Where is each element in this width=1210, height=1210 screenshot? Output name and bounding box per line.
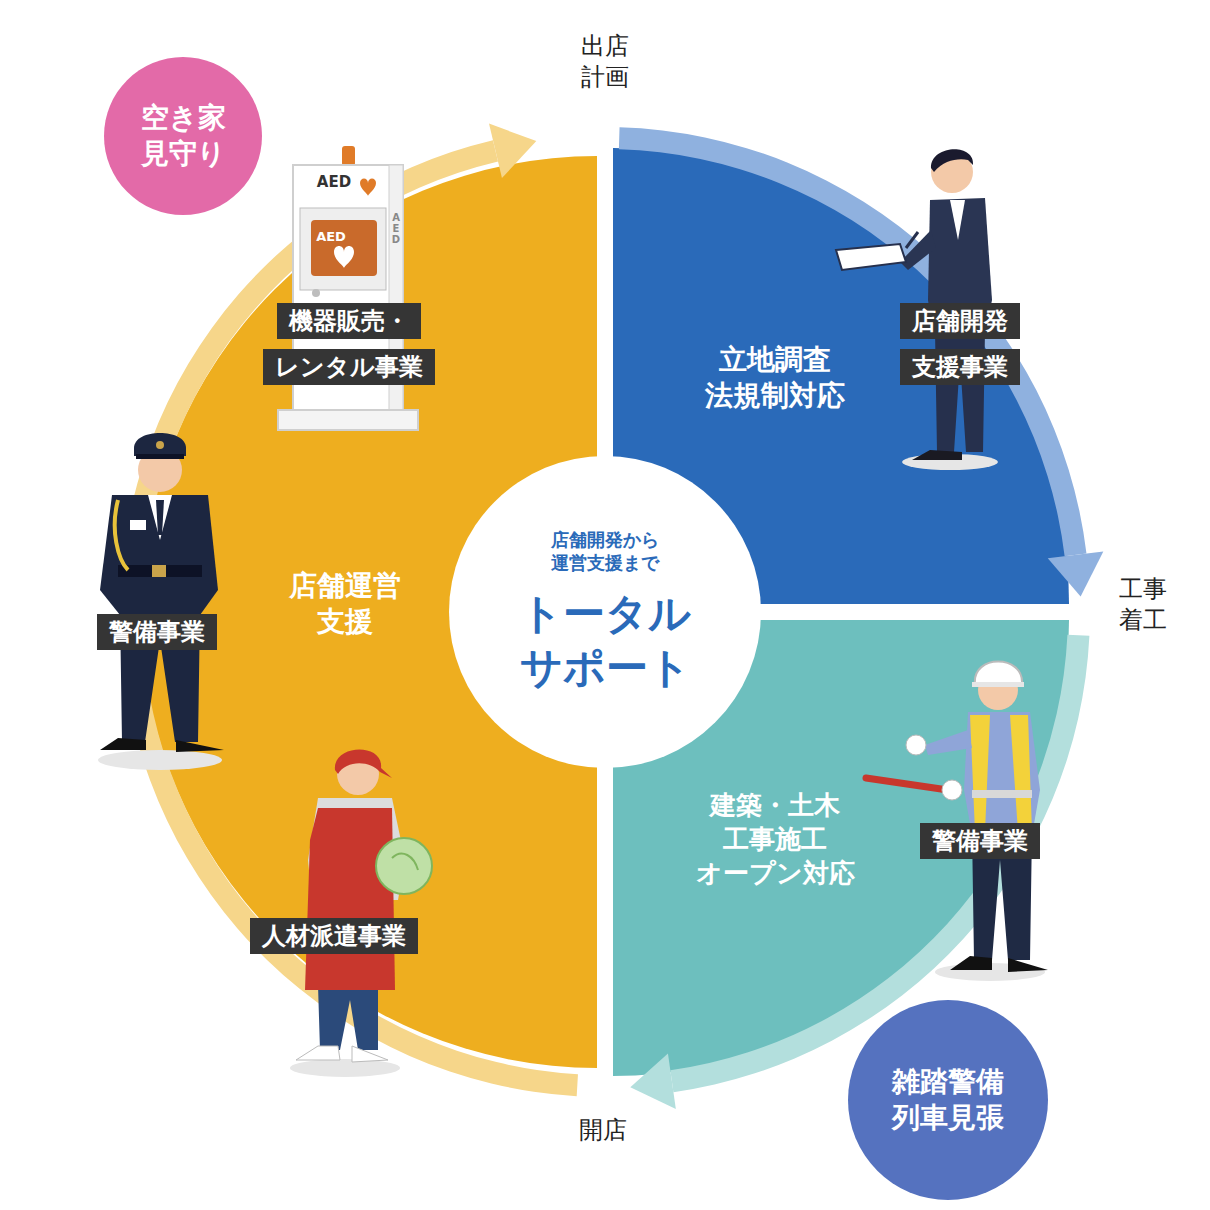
businessman-figure (912, 450, 962, 460)
label-text: 立地調査 法規制対応 (705, 342, 845, 415)
device-text: AED (317, 173, 351, 193)
staff-woman-figure (318, 985, 378, 1050)
businessman-figure (906, 232, 918, 248)
worker-figure (866, 778, 948, 790)
guard-figure (100, 738, 224, 752)
worker-figure (942, 780, 962, 800)
guard-figure (118, 565, 202, 577)
timeline-label: 工事 着工 (1119, 574, 1167, 636)
worker-figure (970, 715, 1032, 832)
guard-figure (152, 565, 166, 577)
aed-cabinet (312, 289, 320, 297)
businessman-figure (950, 200, 965, 240)
cycle-arrow (120, 124, 1103, 1109)
worker-figure (906, 735, 926, 755)
phase-label: 立地調査 法規制対応 (705, 342, 845, 415)
label-text: 雑踏警備 列車見張 (892, 1064, 1004, 1137)
staff-woman-figure (305, 808, 395, 990)
staff-woman-figure (290, 1059, 400, 1077)
guard-figure (156, 441, 164, 449)
guard-figure (98, 750, 222, 770)
guard-figure (136, 454, 184, 459)
staff-woman-figure (376, 838, 432, 894)
guard-figure (98, 433, 224, 770)
phase-label: 店舗運営 支援 (289, 568, 401, 641)
cycle-arrow (670, 635, 1089, 1092)
guard-figure (148, 495, 172, 540)
aed-cabinet (278, 410, 418, 430)
worker-figure (925, 730, 972, 755)
aed-cabinet (360, 179, 376, 197)
arrow-head (1048, 552, 1104, 597)
phase-sector (141, 148, 1069, 1076)
business-tag: 警備事業 (97, 609, 217, 655)
worker-figure (972, 790, 1032, 798)
guard-figure (115, 500, 128, 570)
aed-cabinet (311, 220, 377, 276)
device-text: AED (316, 229, 346, 246)
worker-figure (975, 662, 1022, 685)
guard-figure (100, 495, 218, 615)
staff-woman-figure (296, 1046, 388, 1062)
service-circle: 雑踏警備 列車見張 (848, 1000, 1048, 1200)
timeline-label: 開店 (579, 1115, 627, 1146)
staff-woman-figure (392, 854, 418, 870)
guard-figure (130, 520, 146, 530)
tag-text: 機器販売・ レンタル事業 (263, 303, 435, 385)
label-text: 建築・土木 工事施工 オープン対応 (696, 789, 855, 890)
staff-woman-figure (290, 749, 432, 1077)
aed-cabinet (300, 208, 386, 290)
label-text: 店舗運営 支援 (289, 568, 401, 641)
worker-figure (866, 662, 1048, 982)
worker-figure (950, 956, 1048, 972)
tag-text: 警備事業 (97, 614, 217, 650)
guard-figure (134, 433, 186, 456)
arrow-head (489, 124, 536, 178)
business-tag: 店舗開発 支援事業 (900, 298, 1020, 390)
aed-cabinet (334, 246, 354, 268)
phase-label: 建築・土木 工事施工 オープン対応 (696, 789, 855, 890)
worker-figure (972, 682, 1024, 687)
tag-text: 店舗開発 支援事業 (900, 303, 1020, 385)
center-circle: 店舗開発から 運営支援までトータル サポート (449, 456, 761, 768)
timeline-label: 出店 計画 (581, 31, 629, 93)
label-text: 空き家 見守り (141, 100, 226, 173)
businessman-figure (836, 244, 906, 270)
arrow-head (630, 1054, 676, 1109)
businessman-figure (900, 230, 936, 270)
heading-text: トータル サポート (520, 587, 691, 696)
aed-cabinet (278, 146, 418, 430)
worker-figure (964, 712, 1040, 835)
aed-cabinet (342, 146, 355, 166)
staff-woman-figure (335, 749, 392, 778)
guard-figure (156, 500, 164, 535)
business-tag: 機器販売・ レンタル事業 (263, 298, 435, 390)
businessman-figure (931, 149, 973, 172)
service-circle: 空き家 見守り (104, 57, 262, 215)
business-tag: 警備事業 (920, 818, 1040, 864)
business-tag: 人材派遣事業 (250, 913, 418, 959)
tag-text: 警備事業 (920, 823, 1040, 859)
tag-text: 人材派遣事業 (250, 918, 418, 954)
device-text: AED (391, 212, 401, 245)
label-text: 店舗開発から 運営支援まで (551, 528, 659, 575)
